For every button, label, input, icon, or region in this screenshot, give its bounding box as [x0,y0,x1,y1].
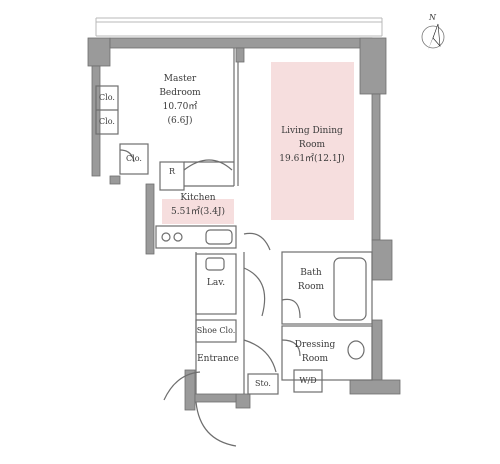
closet-1-label: Clo. [99,93,115,102]
north-arrow-icon [421,23,445,50]
closet-2-label: Clo. [99,117,115,126]
living-dining-area: 19.61㎡(12.1J) [279,154,345,164]
dressing-line1: Dressing [294,340,336,350]
kitchen-name: Kitchen [180,193,216,203]
kitchen-highlight [162,199,234,224]
living-dining-line2: Room [298,140,326,150]
living-dining-highlight [271,62,354,220]
exterior-walls [87,37,401,411]
living-dining-line1: Living Dining [281,126,343,136]
storage-label: Sto. [255,379,271,388]
fridge-label: R [168,167,176,176]
balcony [95,17,383,37]
lav-label: Lav. [206,278,226,288]
master-bedroom-line1: Master [163,74,197,84]
compass-letter: N [429,13,436,22]
washer-label: W/D [299,376,317,385]
bath-line2: Room [297,282,325,292]
living-dining-label: Living Dining Room 19.61㎡(12.1J) [262,124,362,166]
dressing-room-label: Dressing Room [286,338,344,366]
bath-line1: Bath [300,268,322,278]
master-bedroom-line2: Bedroom [159,88,201,98]
kitchen-area: 5.51㎡(3.4J) [171,207,225,217]
kitchen-label: Kitchen 5.51㎡(3.4J) [160,191,236,219]
entrance-label: Entrance [197,354,239,364]
shoe-closet-label: Shoe Clo. [196,326,236,335]
master-bedroom-label: Master Bedroom 10.70㎡ (6.6J) [140,72,220,128]
bath-room-label: Bath Room [286,266,336,294]
dressing-line2: Room [301,354,329,364]
master-bedroom-area: 10.70㎡ [162,102,198,112]
interior-walls [95,48,373,447]
closet-3-label: Clo. [126,154,142,163]
master-bedroom-tatami: (6.6J) [167,116,193,126]
